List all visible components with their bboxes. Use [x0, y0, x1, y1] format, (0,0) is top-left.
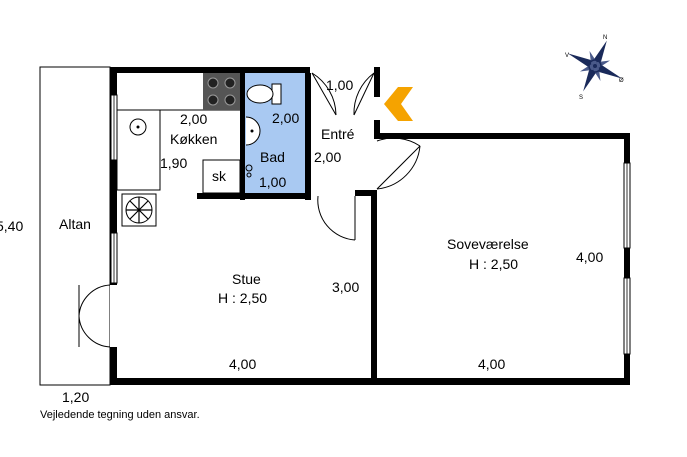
altan-height-dim: 5,40 [0, 218, 23, 234]
living-dim-bottom: 4,00 [229, 356, 256, 372]
compass-letter-n: N [603, 35, 607, 41]
balcony-door [78, 284, 117, 348]
compass-letter-s: S [579, 95, 583, 101]
compass-icon: V Ø S N [565, 35, 624, 101]
bedroom-window-lower [623, 277, 631, 355]
bedroom-dim-bottom: 4,00 [478, 356, 505, 372]
living-window [110, 232, 118, 284]
toilet [246, 83, 282, 105]
entry-door [310, 67, 375, 116]
living-door [311, 193, 356, 241]
kitchen-label: Køkken [170, 131, 217, 147]
fan-icon [121, 193, 157, 227]
shower-icon [245, 164, 253, 178]
compass-letter-o: Ø [619, 78, 624, 84]
compass-letter-v: V [565, 53, 569, 59]
entry-dim-side: 2,00 [314, 149, 341, 165]
altan-label: Altan [59, 216, 91, 232]
living-label: Stue [232, 271, 261, 287]
bedroom-height: H : 2,50 [469, 256, 518, 272]
closet-box [202, 159, 241, 194]
entrance-arrow-icon [384, 87, 413, 121]
disclaimer-text: Vejledende tegning uden ansvar. [40, 409, 200, 421]
kitchen-sink [129, 118, 147, 136]
bedroom-dim-side: 4,00 [576, 249, 603, 265]
bedroom-label: Soveværelse [447, 236, 529, 252]
entry-label: Entré [321, 126, 355, 142]
bath-dim-top: 2,00 [272, 110, 299, 126]
bedroom-window-upper [623, 162, 631, 249]
entry-dim-top: 1,00 [326, 77, 353, 93]
altan-width-dim: 1,20 [62, 389, 89, 405]
kitchen-dim-side: 1,90 [160, 155, 187, 171]
living-dim-side: 3,00 [332, 279, 359, 295]
kitchen-dim-top: 2,00 [180, 111, 207, 127]
kitchen-window [110, 94, 118, 161]
closet-label: sk [212, 168, 227, 184]
stove [203, 73, 240, 110]
bath-sink [245, 116, 261, 146]
bedroom-door [374, 137, 421, 190]
living-height: H : 2,50 [218, 290, 267, 306]
bath-dim-bottom: 1,00 [259, 174, 286, 190]
bath-label: Bad [260, 149, 285, 165]
